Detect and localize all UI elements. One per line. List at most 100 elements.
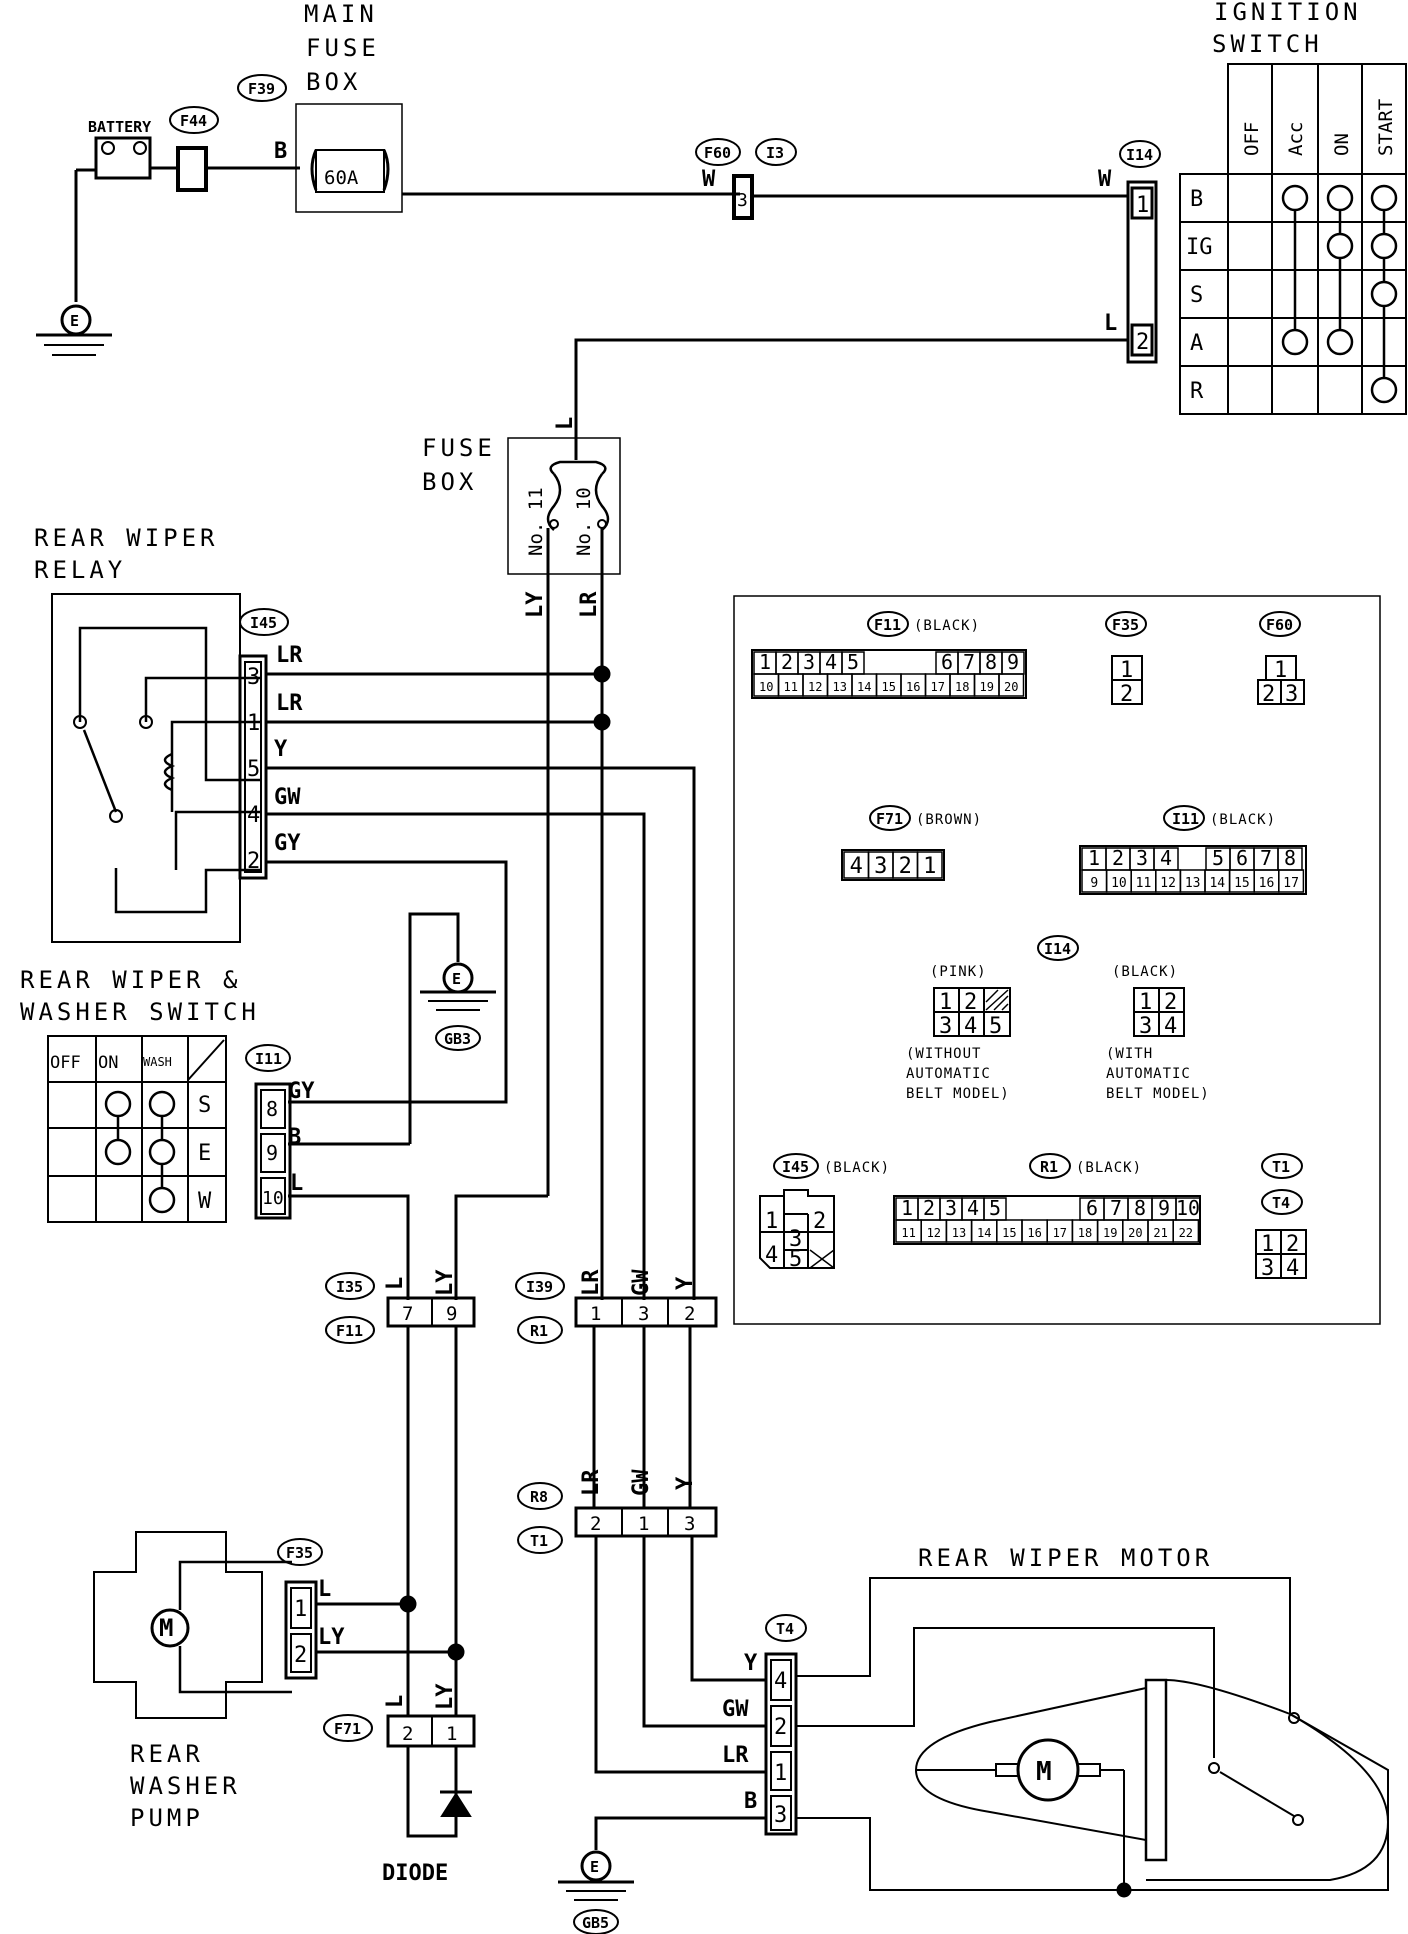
svg-text:2: 2 [1164, 990, 1177, 1015]
r1-bottom-pin: 17 [1053, 1226, 1067, 1240]
ignition-switch [1126, 63, 1407, 415]
washer-switch-text: OFF ON WASH S E W 8 9 10 [50, 1053, 284, 1214]
i11-bottom-pin: 10 [1111, 876, 1127, 891]
fuse-box-label-2: BOX [422, 468, 477, 496]
f71-pins-pin: 2 [899, 854, 912, 879]
connector-r8-t1 [574, 1506, 718, 1538]
relay-pin-5: 5 [247, 757, 260, 782]
legend-f35: F35 1 2 [1105, 611, 1147, 707]
battery [94, 136, 208, 192]
f71-pin-1: 1 [446, 1723, 457, 1745]
wire-label-b-switch: B [288, 1125, 301, 1150]
t4-pin-1: 1 [774, 1761, 787, 1786]
svg-text:AUTOMATIC: AUTOMATIC [906, 1066, 991, 1082]
f35-pin-1: 1 [294, 1597, 307, 1622]
f11-bottom-pin: 20 [1004, 680, 1018, 694]
svg-text:R1: R1 [1040, 1158, 1058, 1176]
svg-text:F11: F11 [874, 616, 901, 634]
f11-top-pin: 1 [759, 650, 771, 674]
wire-label-lr-fusebox: LR [577, 591, 602, 618]
wire-label-y-relay: Y [274, 737, 288, 762]
i11-bottom-pin: 14 [1209, 876, 1225, 891]
r1-top-pin: 3 [945, 1196, 957, 1220]
rear-wiper-washer-switch [47, 1035, 292, 1223]
r1-bottom-pin: 12 [927, 1226, 941, 1240]
svg-text:(BLACK): (BLACK) [1210, 812, 1276, 828]
ground-e-gb5: E [590, 1858, 599, 1876]
legend-i14: I14 (PINK) (BLACK) 1 2 3 4 5 1 2 3 4 (WI… [906, 935, 1209, 1102]
svg-text:F35: F35 [1112, 616, 1139, 634]
r1-bottom-pin: 22 [1179, 1226, 1193, 1240]
wire-label-w-f60: W [702, 167, 716, 192]
r1-bottom-cell [1172, 1219, 1200, 1243]
relay-pin-2: 2 [247, 849, 260, 874]
i11-bottom-pin: 9 [1090, 876, 1098, 891]
svg-text:1: 1 [1139, 990, 1152, 1015]
t4-pin-4: 4 [774, 1669, 787, 1694]
r8-pin-3: 3 [684, 1513, 695, 1535]
f11-top-pin: 6 [941, 650, 953, 674]
fuse-box-label-1: FUSE [422, 434, 496, 462]
wire-label-y-r8: Y [673, 1476, 698, 1490]
connector-tag-text: F39 F44 F60 I3 I14 I45 I11 GB3 I35 F11 I… [180, 80, 1153, 1932]
connector-tags [169, 74, 1161, 1934]
rear-wiper-motor-label: REAR WIPER MOTOR [918, 1544, 1213, 1572]
f71-pins-pin: 3 [874, 854, 887, 879]
ws-row-e: E [198, 1141, 211, 1166]
svg-text:T1: T1 [1272, 1158, 1290, 1176]
wire-label-y-t4: Y [744, 1651, 758, 1676]
ground-e-gb3: E [452, 970, 461, 988]
svg-text:(WITH: (WITH [1106, 1046, 1153, 1062]
f11-top-pin: 2 [781, 650, 793, 674]
wire-label-l-fusebox: L [553, 417, 578, 430]
ign-row-b: B [1190, 187, 1203, 212]
relay-pin-3: 3 [247, 665, 260, 690]
fuse-box [507, 437, 621, 575]
f11-bottom-pin: 14 [857, 680, 871, 694]
svg-text:1: 1 [939, 990, 952, 1015]
wire-label-l-i35: L [383, 1277, 408, 1290]
wire-label-l-switch: L [290, 1171, 303, 1196]
ws-col-wash: WASH [143, 1055, 172, 1069]
svg-text:2: 2 [1262, 682, 1275, 707]
f11-top-pin: 8 [985, 650, 997, 674]
svg-text:(BLACK): (BLACK) [1112, 964, 1178, 980]
r1-top-pin: 1 [901, 1196, 913, 1220]
svg-text:I3: I3 [766, 144, 784, 162]
diode-label: DIODE [382, 1861, 448, 1886]
f60-pin-3: 3 [737, 190, 748, 211]
svg-text:2: 2 [964, 990, 977, 1015]
ignition-switch-label-2: SWITCH [1212, 30, 1323, 58]
svg-text:3: 3 [1139, 1014, 1152, 1039]
ground-e-battery: E [70, 312, 79, 330]
svg-text:GB3: GB3 [444, 1030, 471, 1048]
svg-text:(WITHOUT: (WITHOUT [906, 1046, 981, 1062]
i11-top-pin: 7 [1260, 846, 1272, 870]
connector-legend-box [733, 595, 1381, 1325]
pump-motor-symbol: M [159, 1614, 173, 1642]
connector-i39-r1 [574, 1296, 718, 1328]
wiper-motor-symbol: M [1036, 1757, 1052, 1787]
fuse-no11-label: No. 11 [525, 487, 547, 556]
i11-bottom-pin: 17 [1283, 876, 1299, 891]
wire-label-lr-i39: LR [579, 1269, 604, 1296]
legend-i45: I45 (BLACK) 1 2 3 4 5 [759, 1153, 889, 1272]
svg-text:3: 3 [1285, 682, 1298, 707]
f71-pins-pin: 4 [850, 854, 863, 879]
wire-label-lr-r8: LR [579, 1469, 604, 1496]
main-fuse-box-label-2: FUSE [306, 34, 380, 62]
i11-bottom-pin: 16 [1259, 876, 1275, 891]
svg-text:(BLACK): (BLACK) [1076, 1160, 1142, 1176]
i11-bottom-cell [1278, 869, 1305, 893]
r1-bottom-pin: 16 [1027, 1226, 1041, 1240]
f11-bottom-pin: 17 [931, 680, 945, 694]
wire-label-w-i14: W [1098, 167, 1112, 192]
ign-pin-2: 2 [1136, 330, 1149, 355]
wire-label-lr-relay-3: LR [276, 643, 303, 668]
ground-symbol-gb3 [420, 962, 496, 1011]
wire-label-y-i39: Y [673, 1276, 698, 1290]
f11-bottom-pin: 13 [833, 680, 847, 694]
